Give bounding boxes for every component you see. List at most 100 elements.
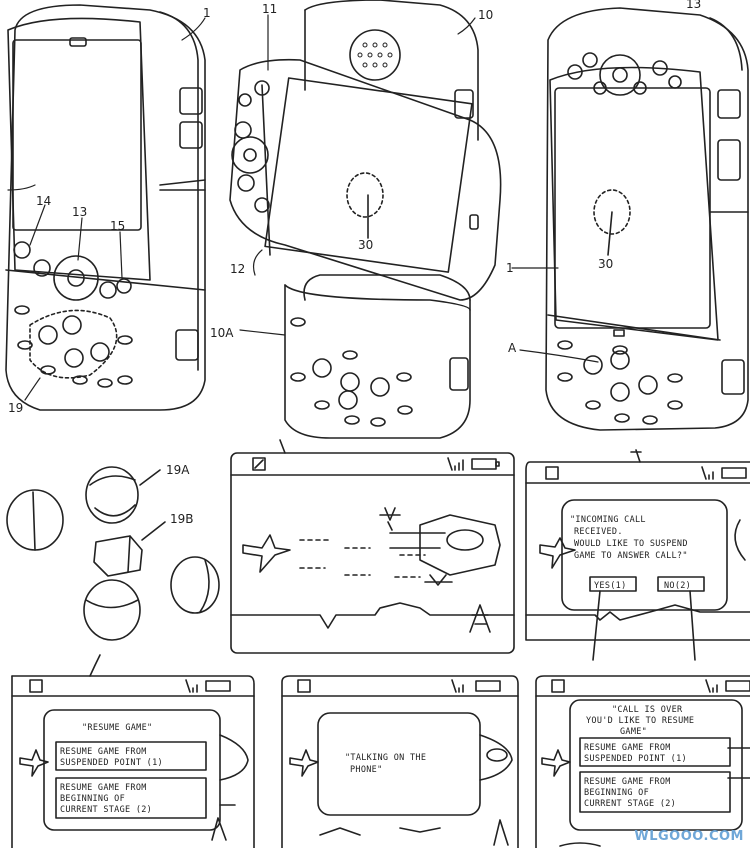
ref-19b: 19B — [170, 512, 194, 526]
enemy-craft-icon — [379, 507, 401, 521]
resume-dialog — [43, 709, 221, 831]
side-button — [721, 359, 745, 395]
projectiles — [299, 539, 426, 578]
boss-ship-icon — [419, 514, 501, 576]
side-button — [179, 87, 203, 115]
ref-10: 10 — [478, 8, 493, 22]
ref-10a: 10A — [210, 326, 234, 340]
battery-icon — [475, 680, 501, 692]
ref-30-right: 30 — [598, 257, 613, 271]
ref-15: 15 — [110, 219, 125, 233]
terrain — [525, 604, 750, 621]
talking-line-1: "TALKING ON THE — [345, 753, 426, 763]
button-cap-19b — [93, 535, 143, 577]
gamepad-keys — [290, 317, 413, 427]
yes-button-label: YES(1) — [594, 581, 627, 591]
player-jet-icon — [242, 534, 291, 573]
phone-left — [5, 4, 206, 411]
signal-icon — [185, 679, 198, 693]
resume-option-2-line-2: BEGINNING OF — [60, 794, 125, 804]
resume-beginning-option[interactable] — [579, 771, 731, 813]
screen-game — [230, 439, 515, 654]
button-cap — [170, 556, 220, 614]
screen-call-over — [535, 675, 750, 848]
screen-texts: "INCOMING CALL RECEIVED. WOULD LIKE TO S… — [60, 515, 694, 815]
ref-a: A — [508, 341, 517, 355]
right-display-screen — [554, 87, 711, 329]
ref-14: 14 — [36, 194, 51, 208]
ref-19a: 19A — [166, 463, 190, 477]
ref-1-right: 1 — [506, 261, 514, 275]
resume-option-1-line-2: SUSPENDED POINT (1) — [60, 758, 163, 768]
callover-line-3: GAME" — [620, 727, 647, 737]
leader-lines — [7, 14, 599, 401]
speaker-grille-icon — [349, 29, 401, 81]
ref-11: 11 — [262, 2, 277, 16]
signal-icon — [705, 679, 718, 693]
battery-icon — [721, 467, 747, 479]
app-icon — [252, 457, 266, 471]
enemy-craft-icon — [424, 574, 453, 586]
callover-line-1: "CALL IS OVER — [612, 705, 683, 715]
phone-right — [545, 7, 749, 431]
center-display-screen — [264, 77, 473, 273]
gamepad-keys — [14, 305, 133, 388]
dpad-13-icon — [53, 255, 99, 301]
dpad-icon — [599, 54, 641, 96]
player-jet-icon — [289, 749, 319, 777]
side-button — [179, 121, 203, 149]
signal-icon — [701, 466, 714, 480]
speaker-grille-dots — [357, 42, 393, 68]
gamepad-keys — [557, 340, 683, 425]
dpad-icon — [231, 136, 269, 174]
screen-talking — [281, 675, 519, 848]
incoming-line-3: WOULD LIKE TO SUSPEND — [574, 539, 688, 549]
app-icon — [29, 679, 43, 693]
incoming-line-1: "INCOMING CALL — [570, 515, 646, 525]
no-button[interactable] — [657, 576, 705, 592]
call-over-dialog — [569, 699, 743, 831]
ref-19: 19 — [8, 401, 23, 415]
screen-resume-game — [11, 654, 255, 848]
button-cap — [83, 579, 141, 641]
area-30-icon — [593, 189, 631, 235]
incoming-line-2: RECEIVED. — [574, 527, 623, 537]
callover-option-1-line-2: SUSPENDED POINT (1) — [584, 754, 687, 764]
side-button — [175, 329, 199, 361]
tower-icon — [493, 819, 509, 846]
resume-suspended-option[interactable] — [579, 737, 731, 767]
screen-incoming-call — [525, 449, 750, 661]
ref-13: 13 — [72, 205, 87, 219]
ref-1: 1 — [203, 6, 211, 20]
app-icon — [297, 679, 311, 693]
area-30-icon — [346, 172, 384, 218]
resume-title: "RESUME GAME" — [82, 723, 152, 733]
speaker-icon — [69, 37, 87, 47]
resume-beginning-option[interactable] — [55, 777, 207, 819]
watermark: WLGOOO.COM — [634, 829, 744, 844]
app-icon — [545, 466, 559, 480]
yes-button[interactable] — [589, 576, 637, 592]
player-jet-icon — [19, 749, 49, 777]
tower-icon — [211, 817, 227, 841]
reference-numerals: 1 11 10 13 14 13 15 12 30 30 1 10A A 19 … — [8, 0, 701, 526]
no-button-label: NO(2) — [664, 581, 691, 591]
button-caps — [6, 466, 220, 641]
callover-line-2: YOU'D LIKE TO RESUME — [586, 716, 694, 726]
battery-icon — [471, 458, 497, 470]
left-display-screen — [12, 39, 142, 231]
app-icon — [551, 679, 565, 693]
ref-12: 12 — [230, 262, 245, 276]
resume-option-2-line-1: RESUME GAME FROM — [60, 783, 147, 793]
phone-center — [229, 0, 502, 439]
battery-icon — [725, 680, 750, 692]
resume-option-1-line-1: RESUME GAME FROM — [60, 747, 147, 757]
side-button — [717, 139, 741, 181]
side-button — [449, 357, 469, 391]
side-button — [717, 89, 741, 119]
resume-suspended-option[interactable] — [55, 741, 207, 771]
ref-30-center: 30 — [358, 238, 373, 252]
button-cap-19a — [85, 466, 139, 524]
